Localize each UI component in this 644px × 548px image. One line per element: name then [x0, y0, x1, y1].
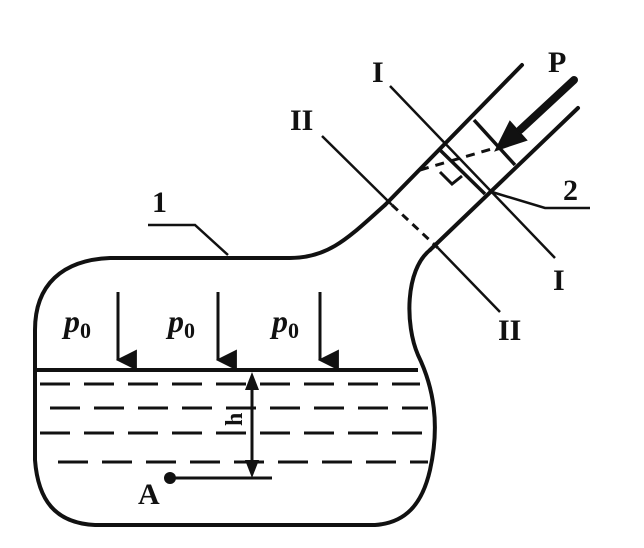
piston-top-face [472, 118, 517, 167]
pipe-wall-lower [428, 106, 580, 252]
depth-arrow-bottom [245, 460, 259, 478]
pressure-label-2: p0 [165, 303, 195, 343]
pipe-wall-upper [383, 63, 524, 207]
piston-inner-mark [438, 170, 463, 187]
piston-bottom-face [438, 148, 487, 196]
vessel-outline [33, 203, 437, 527]
section-two-label-bottom: II [498, 314, 521, 347]
depth-arrow-top [245, 372, 259, 390]
pressure-label-3: p0 [269, 303, 299, 343]
pressure-label-1: p0 [61, 303, 91, 343]
section-two-dashed [390, 203, 440, 250]
vessel-label: 1 [152, 186, 167, 219]
piston-label: 2 [563, 174, 578, 207]
section-one-line [389, 85, 556, 259]
section-one-label-bottom: I [553, 264, 565, 297]
vessel-leader [148, 223, 229, 256]
force-arrow-shaft [516, 76, 578, 134]
depth-label: h [222, 413, 248, 426]
force-arrow-head [494, 120, 528, 152]
section-two-label-top: II [290, 104, 313, 137]
point-a-label: A [138, 478, 160, 511]
piston-leader [491, 190, 590, 210]
section-two-leader-top [321, 135, 393, 206]
section-one-label-top: I [372, 56, 384, 89]
section-two-leader-bottom [437, 247, 501, 313]
force-label: P [548, 46, 566, 79]
